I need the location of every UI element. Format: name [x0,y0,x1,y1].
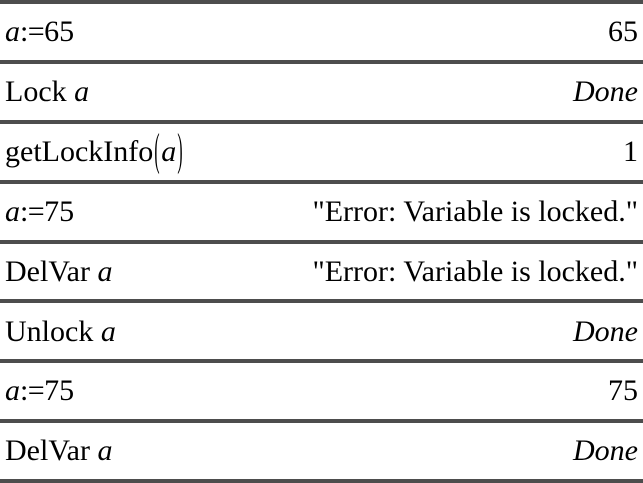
function-name: getLockInfo [5,134,154,168]
entry-expression[interactable]: DelVar a [5,254,113,288]
entry-result: 75 [608,374,638,408]
entry-result: Done [573,75,638,109]
history-row[interactable]: DelVar a Done [0,423,643,479]
variable-name: a [5,194,20,228]
variable-name: a [161,134,177,168]
assign-operator: := [20,194,45,228]
entry-expression[interactable]: getLockInfo(a) [5,127,184,174]
command-name: DelVar [5,434,90,468]
entry-expression[interactable]: a:=65 [5,16,74,48]
entry-result: 65 [608,15,638,49]
entry-result-error: "Error: Variable is locked." [312,254,638,288]
assign-operator: := [20,15,45,49]
history-divider [0,59,643,64]
assign-operator: := [20,374,45,408]
entry-expression[interactable]: a:=75 [5,375,74,407]
open-paren: ( [154,125,160,176]
history-row[interactable]: Lock a Done [0,63,643,120]
close-paren: ) [177,125,183,176]
assigned-value: 75 [44,194,75,228]
entry-result: 1 [623,134,638,168]
variable-name: a [74,75,90,109]
entry-result-error: "Error: Variable is locked." [312,194,638,228]
history-divider [0,179,643,184]
history-row[interactable]: DelVar a "Error: Variable is locked." [0,243,643,300]
history-row[interactable]: getLockInfo(a) 1 [0,123,643,180]
history-divider [0,419,643,424]
variable-name: a [100,314,116,348]
history-row[interactable]: a:=75 "Error: Variable is locked." [0,183,643,240]
history-divider-top [0,0,643,4]
history-row[interactable]: a:=65 65 [0,4,643,60]
entry-expression[interactable]: Lock a [5,76,89,108]
entry-result: Done [573,434,638,468]
assigned-value: 65 [44,15,75,49]
entry-expression[interactable]: DelVar a [5,435,112,467]
history-divider [0,299,643,304]
history-divider [0,359,643,364]
assigned-value: 75 [44,374,75,408]
history-row[interactable]: Unlock a Done [0,303,643,360]
history-divider [0,239,643,244]
variable-name: a [97,254,113,288]
command-name: Unlock [5,314,94,348]
history-row[interactable]: a:=75 75 [0,363,643,420]
history-divider [0,119,643,124]
history-divider-bottom [0,479,643,483]
entry-expression[interactable]: a:=75 [5,196,74,228]
entry-result: Done [573,314,638,348]
variable-name: a [97,434,113,468]
command-name: Lock [5,75,67,109]
command-name: DelVar [5,254,90,288]
variable-name: a [5,374,20,408]
entry-expression[interactable]: Unlock a [5,314,116,348]
variable-name: a [5,15,20,49]
